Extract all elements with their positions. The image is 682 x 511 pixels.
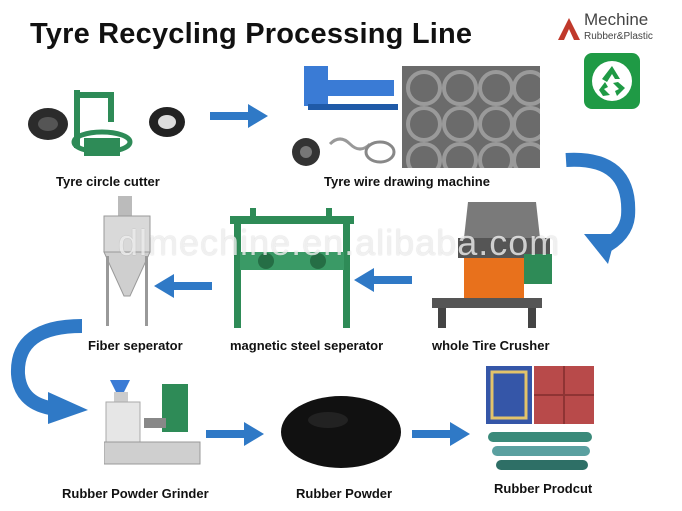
arrow-curve-left bbox=[10, 319, 88, 424]
rubber-powder-grinder-image bbox=[104, 380, 201, 465]
arrow-right-2 bbox=[206, 422, 264, 446]
recycle-icon bbox=[584, 53, 640, 109]
brand-logo: Mechine Rubber&Plastic bbox=[556, 10, 680, 50]
tyre-circle-cutter-image bbox=[28, 90, 185, 156]
step-label-whole-tire-crusher: whole Tire Crusher bbox=[432, 338, 550, 353]
whole-tire-crusher-image bbox=[432, 202, 552, 328]
step-label-rubber-powder: Rubber Powder bbox=[296, 486, 393, 501]
arrow-right-3 bbox=[412, 422, 470, 446]
brand-subtitle: Rubber&Plastic bbox=[584, 31, 653, 42]
arrow-left-1 bbox=[154, 274, 212, 298]
mechine-logo-icon bbox=[558, 18, 580, 40]
brand-name: Mechine bbox=[584, 10, 649, 29]
page-title: Tyre Recycling Processing Line bbox=[30, 18, 473, 50]
tyre-wire-drawing-machine-image bbox=[292, 66, 398, 166]
step-label-tyre-wire-drawing-machine: Tyre wire drawing machine bbox=[324, 174, 490, 189]
fiber-separator-image bbox=[103, 196, 151, 326]
step-label-rubber-product: Rubber Prodcut bbox=[494, 481, 593, 496]
arrow-left-2 bbox=[354, 268, 412, 292]
step-label-fiber-separator: Fiber seperator bbox=[88, 338, 183, 353]
arrow-curve-right bbox=[565, 152, 636, 264]
rubber-powder-image bbox=[281, 396, 401, 468]
watermark: dlmechine.en.alibaba.com bbox=[118, 222, 561, 263]
step-label-magnetic-steel-separator: magnetic steel seperator bbox=[230, 338, 384, 353]
steel-wire-coils-image bbox=[402, 66, 540, 168]
arrow-right-1 bbox=[210, 104, 268, 128]
step-label-rubber-powder-grinder: Rubber Powder Grinder bbox=[62, 486, 209, 501]
rubber-products-image bbox=[486, 366, 594, 470]
step-label-tyre-circle-cutter: Tyre circle cutter bbox=[56, 174, 160, 189]
magnetic-steel-separator-image bbox=[230, 208, 354, 328]
